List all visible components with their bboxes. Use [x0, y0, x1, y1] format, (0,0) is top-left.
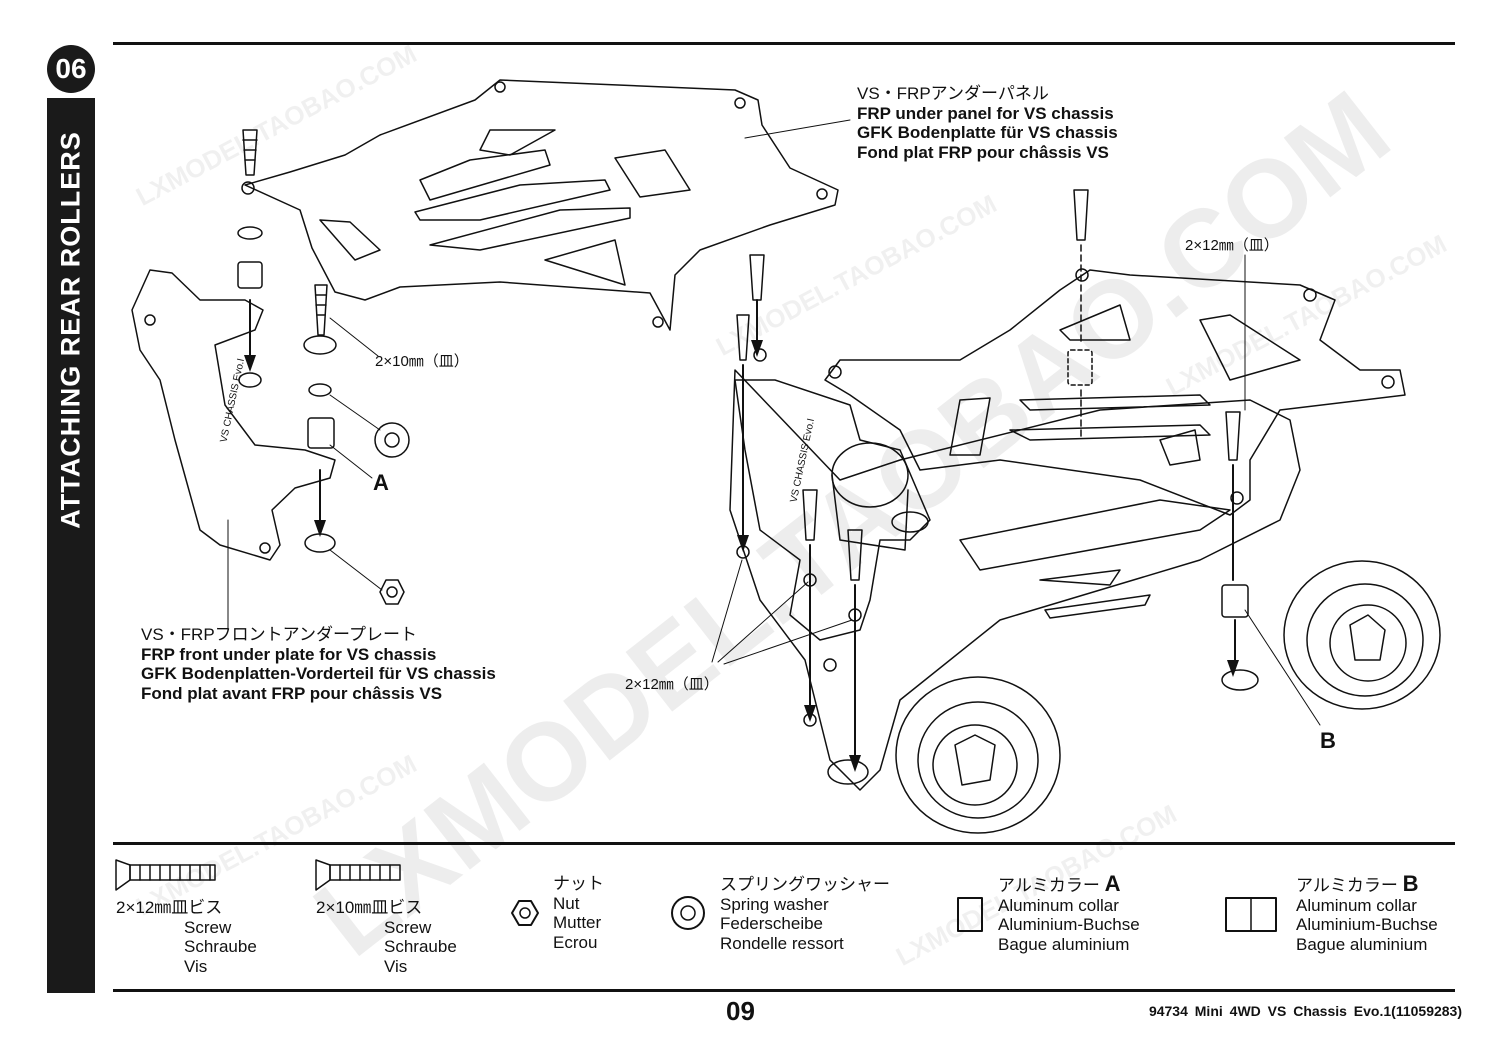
part-collar-b: アルミカラー B Aluminum collar Aluminium-Buchs… [1296, 871, 1438, 954]
part-collar-a-de: Aluminium-Buchse [998, 915, 1140, 934]
front-plate-label: VS・FRPフロントアンダープレート FRP front under plate… [141, 625, 496, 703]
part-collar-b-title: アルミカラー [1296, 876, 1398, 895]
under-panel-label: VS・FRPアンダーパネル FRP under panel for VS cha… [857, 84, 1118, 162]
step-number: 06 [47, 45, 95, 93]
front-plate-label-en: FRP front under plate for VS chassis [141, 644, 437, 664]
part-collar-b-letter: B [1402, 871, 1419, 896]
rear-wheel [1283, 560, 1441, 710]
page-number: 09 [726, 996, 755, 1026]
parts-bottom-rule [113, 989, 1455, 992]
part-screw-12mm-en: Screw [184, 917, 232, 937]
front-plate-label-fr: Fond plat avant FRP pour châssis VS [141, 683, 443, 703]
part-nut-fr: Ecrou [553, 932, 598, 952]
part-screw-12mm-fr: Vis [184, 956, 208, 976]
step-side-bar [47, 98, 95, 993]
front-plate-label-de: GFK Bodenplatten-Vorderteil für VS chass… [141, 664, 496, 683]
product-code: 94734 Mini 4WD VS Chassis Evo.1(11059283… [1148, 1003, 1462, 1019]
part-nut: ナット Nut Mutter Ecrou [553, 874, 604, 952]
collar-b-marker: B [1320, 728, 1336, 753]
front-wheel [895, 676, 1061, 834]
part-nut-en: Nut [553, 893, 580, 913]
under-panel-label-de: GFK Bodenplatte für VS chassis [857, 123, 1118, 142]
part-screw-10mm: 2×10㎜皿ビス Screw Schraube Vis [316, 898, 457, 976]
part-collar-b-de: Aluminium-Buchse [1296, 915, 1438, 934]
part-screw-10mm-title: 2×10㎜皿ビス [316, 898, 423, 917]
part-screw-10mm-de: Schraube [384, 937, 457, 956]
part-washer-en: Spring washer [720, 894, 829, 914]
part-collar-b-fr: Bague aluminium [1296, 934, 1428, 954]
part-screw-10mm-fr: Vis [384, 956, 408, 976]
part-collar-a-title: アルミカラー [998, 876, 1100, 895]
part-spring-washer: スプリングワッシャー Spring washer Federscheibe Ro… [720, 875, 890, 953]
under-panel-label-fr: Fond plat FRP pour châssis VS [857, 142, 1109, 162]
upper-panel-right [824, 269, 1406, 516]
under-panel-label-jp: VS・FRPアンダーパネル [857, 84, 1049, 103]
part-screw-12mm: 2×12㎜皿ビス Screw Schraube Vis [116, 898, 257, 976]
part-screw-10mm-en: Screw [384, 917, 432, 937]
parts-top-rule [113, 842, 1455, 845]
front-plate-outline [131, 269, 336, 561]
part-screw-12mm-title: 2×12㎜皿ビス [116, 898, 223, 917]
part-washer-fr: Rondelle ressort [720, 933, 844, 953]
part-nut-jp: ナット [553, 874, 604, 893]
part-nut-de: Mutter [553, 913, 602, 932]
collar-a-marker: A [373, 470, 389, 495]
part-collar-a-en: Aluminum collar [998, 895, 1119, 915]
part-washer-de: Federscheibe [720, 914, 824, 933]
under-panel-label-en: FRP under panel for VS chassis [857, 103, 1114, 123]
part-collar-b-en: Aluminum collar [1296, 895, 1417, 915]
screw-size-label-10mm: 2×10㎜（皿） [375, 353, 469, 370]
part-collar-a-fr: Bague aluminium [998, 934, 1130, 954]
part-collar-a: アルミカラー A Aluminum collar Aluminium-Buchs… [998, 871, 1140, 954]
part-collar-a-letter: A [1104, 871, 1121, 896]
part-screw-12mm-de: Schraube [184, 937, 257, 956]
screw-size-label-12mm-bottom: 2×12㎜（皿） [625, 676, 719, 693]
screw-size-label-12mm-right: 2×12㎜（皿） [1185, 237, 1279, 254]
chassis-outline [729, 369, 1301, 791]
top-rule [113, 42, 1455, 45]
under-panel-outline [244, 79, 839, 331]
front-plate-label-jp: VS・FRPフロントアンダープレート [141, 625, 417, 644]
part-washer-jp: スプリングワッシャー [720, 875, 890, 894]
